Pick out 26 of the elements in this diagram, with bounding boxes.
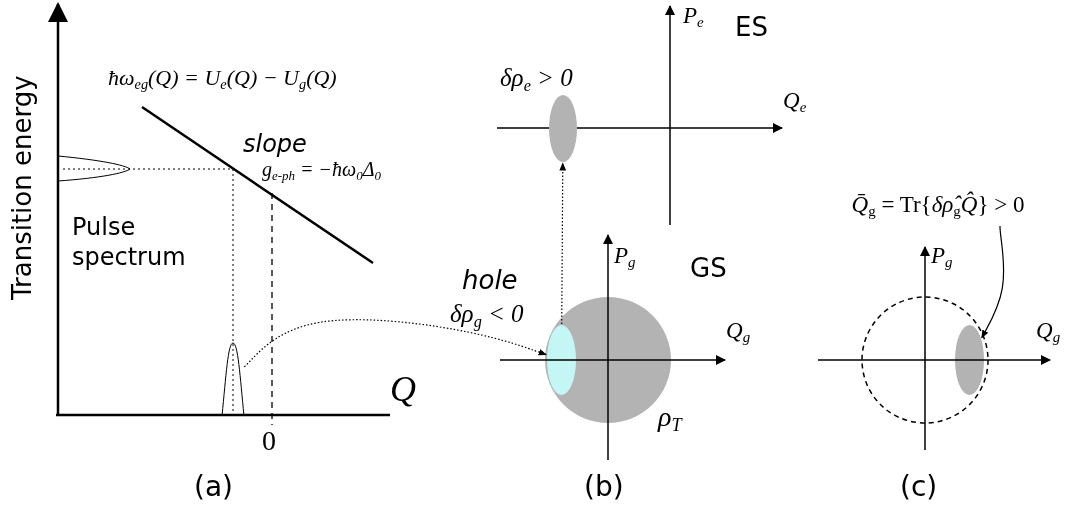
axis-label: P$_{g}$ (931, 243, 953, 271)
axis-label: Q$_{e}$ (783, 88, 807, 116)
panel-label: (c) (900, 472, 938, 503)
tick-label: 0 (262, 426, 276, 457)
formula-label: Q̄$_{g}$ = Tr{δρ̂$_{g}$Q̂} > 0 (812, 192, 1064, 226)
axis-label: Q (390, 370, 416, 410)
axis-label: Q$_{g}$ (1036, 318, 1061, 346)
state-label: GS (690, 254, 727, 283)
panel-label: (a) (194, 472, 233, 503)
arrow (243, 319, 547, 368)
arrow (981, 225, 1005, 339)
formula-label: ħω$_{eg}$(Q) = U$_{e}$(Q) − U$_{g}$(Q) (108, 66, 337, 93)
formula-label: ρ$_{T}$ (658, 402, 682, 436)
arrow (559, 162, 567, 325)
annotation: hole (462, 266, 518, 295)
axis-label: P$_{g}$ (614, 243, 636, 271)
formula-label: δρ$_{g}$ < 0 (450, 300, 524, 332)
panel-label: (b) (584, 472, 624, 503)
annotation: Pulse spectrum (72, 212, 187, 272)
annotation: slope (243, 131, 307, 158)
axis-label: Q$_{g}$ (726, 318, 751, 346)
formula-label: g$_{e-ph}$ = −ħω$_{0}$Δ$_{0}$ (262, 158, 381, 184)
state-label: ES (735, 13, 768, 42)
axis-label: P$_{e}$ (683, 3, 704, 31)
formula-label: δρ$_{e}$ > 0 (500, 64, 573, 96)
axis-title: Transition energy (8, 75, 37, 300)
